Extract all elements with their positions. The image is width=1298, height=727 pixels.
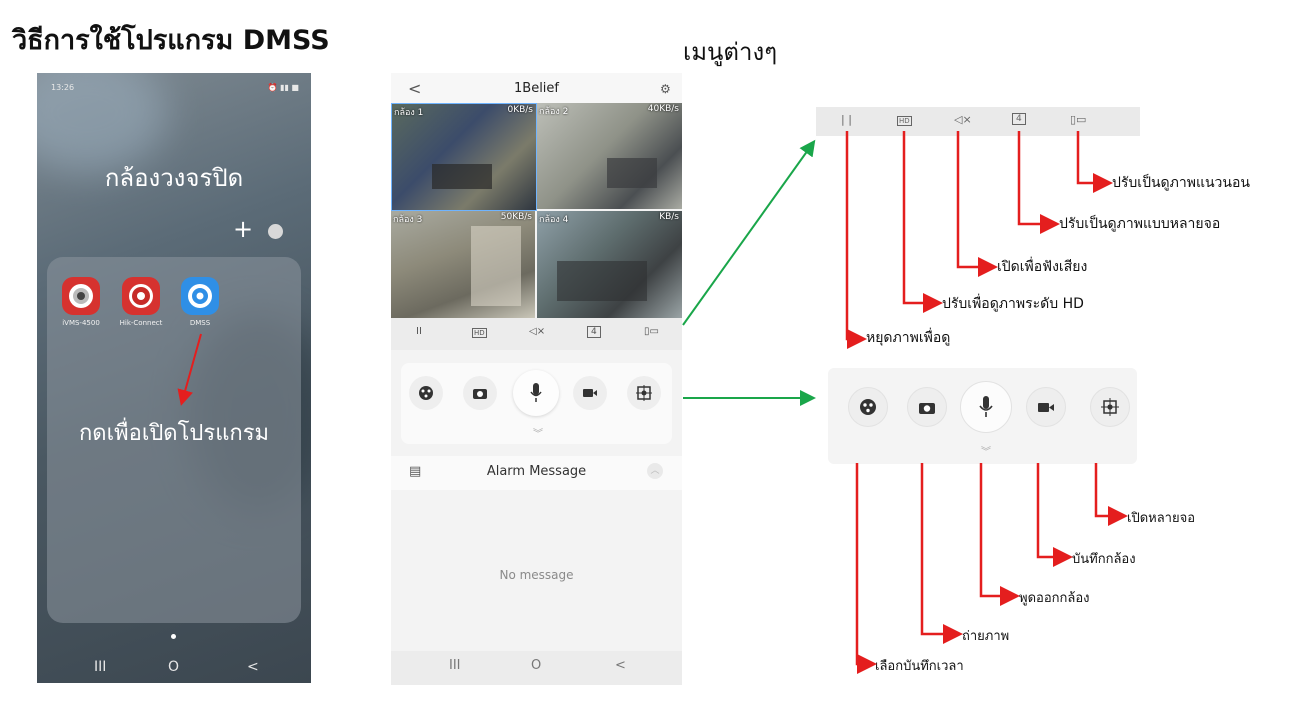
split-screen-icon[interactable]: 4 <box>587 326 601 338</box>
app-label: iVMS-4500 <box>62 319 100 327</box>
back-icon[interactable]: < <box>408 79 422 98</box>
camera-label: กล้อง 2 <box>539 107 569 117</box>
landscape-icon: ▯▭ <box>1070 113 1087 126</box>
app-hik-connect[interactable]: Hik-Connect <box>111 277 171 327</box>
arrow-to-toolbar <box>682 139 816 326</box>
status-icons: ⏰ ▮▮ ■ <box>267 83 299 92</box>
nav-recents-button[interactable]: III <box>449 658 461 673</box>
callout-landscape: ปรับเป็นดูภาพแนวนอน <box>1112 175 1250 191</box>
calendar-icon[interactable]: ▤ <box>409 464 422 479</box>
callout-line-talk <box>979 463 1020 606</box>
page-indicator <box>171 634 176 639</box>
folder-panel: iVMS-4500 Hik-Connect DMSS <box>47 257 301 623</box>
record-icon[interactable] <box>573 376 607 410</box>
camera-label: กล้อง 1 <box>394 108 424 118</box>
snapshot-icon <box>907 387 947 427</box>
callout-line-multi-view <box>1017 131 1060 234</box>
callout-line-record <box>1036 463 1073 567</box>
nav-recents-button[interactable]: III <box>94 659 107 675</box>
landscape-icon[interactable]: ▯▭ <box>644 326 659 337</box>
home-screen-phone: 13:26 ⏰ ▮▮ ■ กล้องวงจรปิด + iVMS-4500 Hi… <box>37 73 311 683</box>
pause-icon[interactable]: II <box>416 326 422 337</box>
camera-tile-2[interactable]: กล้อง 2 40KB/s <box>537 103 682 209</box>
callout-audio: เปิดเพื่อฟังเสียง <box>997 259 1088 275</box>
press-hint: กดเพื่อเปิดโปรแกรม <box>78 421 270 446</box>
app-label: Hik-Connect <box>119 319 163 327</box>
device-name: 1Belief <box>514 81 559 96</box>
live-view-phone: < 1Belief ⚙ กล้อง 1 0KB/s กล้อง 2 40KB/s… <box>391 73 682 685</box>
gear-icon[interactable]: ⚙ <box>660 82 671 96</box>
callout-line-pause <box>845 131 867 349</box>
control-bar: II HD ◁× 4 ▯▭ <box>391 318 682 350</box>
empty-message: No message <box>499 568 574 582</box>
camera-speed: KB/s <box>659 212 679 222</box>
microphone-icon[interactable] <box>513 370 559 416</box>
callout-snapshot: ถ่ายภาพ <box>962 629 1010 644</box>
hik-connect-icon <box>122 277 160 315</box>
app-dmss[interactable]: DMSS <box>170 277 230 327</box>
ivms-icon <box>62 277 100 315</box>
folder-title: กล้องวงจรปิด <box>104 164 244 192</box>
snapshot-icon[interactable] <box>463 376 497 410</box>
arrow-to-press-hint <box>177 333 202 406</box>
nav-home-button[interactable]: O <box>168 659 180 675</box>
app-ivms[interactable]: iVMS-4500 <box>51 277 111 327</box>
app-label: DMSS <box>189 319 211 327</box>
callout-line-playback <box>855 463 877 674</box>
callout-line-hd <box>902 131 943 313</box>
callout-talk: พูดออกกล้อง <box>1019 591 1090 606</box>
live-header: < 1Belief ⚙ <box>391 73 682 103</box>
status-time: 13:26 <box>51 83 75 92</box>
multi-screen-icon <box>1090 387 1130 427</box>
alarm-title: Alarm Message <box>486 464 587 479</box>
microphone-icon <box>960 381 1012 433</box>
menus-title: เมนูต่างๆ <box>683 38 778 66</box>
split-screen-icon: 4 <box>1012 113 1026 125</box>
camera-label: กล้อง 4 <box>539 215 569 225</box>
callout-pause: หยุดภาพเพื่อดู <box>866 330 951 346</box>
playback-icon <box>848 387 888 427</box>
folder-color-dot[interactable] <box>268 224 283 239</box>
record-icon <box>1026 387 1066 427</box>
callout-line-landscape <box>1076 131 1113 193</box>
callout-line-multi-screen <box>1094 463 1128 526</box>
nav-back-button[interactable]: < <box>615 658 626 673</box>
hd-icon[interactable]: HD <box>472 328 487 338</box>
dmss-icon <box>181 277 219 315</box>
camera-tile-1[interactable]: กล้อง 1 0KB/s <box>391 103 537 211</box>
hd-icon: HD <box>897 116 912 126</box>
multi-screen-icon[interactable] <box>627 376 661 410</box>
nav-bar: III O < <box>391 651 682 685</box>
callout-hd: ปรับเพื่อดูภาพระดับ HD <box>942 296 1084 312</box>
camera-label: กล้อง 3 <box>393 215 423 225</box>
callout-record: บันทึกกล้อง <box>1072 552 1136 567</box>
camera-speed: 0KB/s <box>507 105 533 115</box>
chevron-down-icon: ︾ <box>981 447 991 458</box>
pause-icon: | | <box>841 113 852 126</box>
nav-back-button[interactable]: < <box>247 659 259 675</box>
nav-home-button[interactable]: O <box>531 658 542 673</box>
zoomed-control-bar: | | HD ◁× 4 ▯▭ <box>816 107 1140 136</box>
alarm-header: ▤ Alarm Message ︿ <box>391 456 682 490</box>
camera-speed: 50KB/s <box>500 212 532 222</box>
callout-multi-view: ปรับเป็นดูภาพแบบหลายจอ <box>1059 216 1221 232</box>
add-app-button[interactable]: + <box>233 215 254 243</box>
playback-icon[interactable] <box>409 376 443 410</box>
mute-icon: ◁× <box>954 113 972 126</box>
camera-tile-4[interactable]: กล้อง 4 KB/s <box>537 211 682 318</box>
callout-line-audio <box>956 131 998 277</box>
callout-line-snapshot <box>920 463 963 644</box>
mute-icon[interactable]: ◁× <box>529 326 546 337</box>
callout-multi-screen: เปิดหลายจอ <box>1127 511 1196 526</box>
page-title: วิธีการใช้โปรแกรม DMSS <box>12 25 330 56</box>
camera-speed: 40KB/s <box>647 104 679 114</box>
collapse-icon[interactable]: ︿ <box>647 463 663 479</box>
callout-playback: เลือกบันทึกเวลา <box>875 659 964 674</box>
action-panel: ︾ <box>401 363 672 444</box>
camera-tile-3[interactable]: กล้อง 3 50KB/s <box>391 211 535 318</box>
chevron-down-icon[interactable]: ︾ <box>533 429 543 440</box>
zoomed-action-panel: ︾ <box>828 368 1137 464</box>
